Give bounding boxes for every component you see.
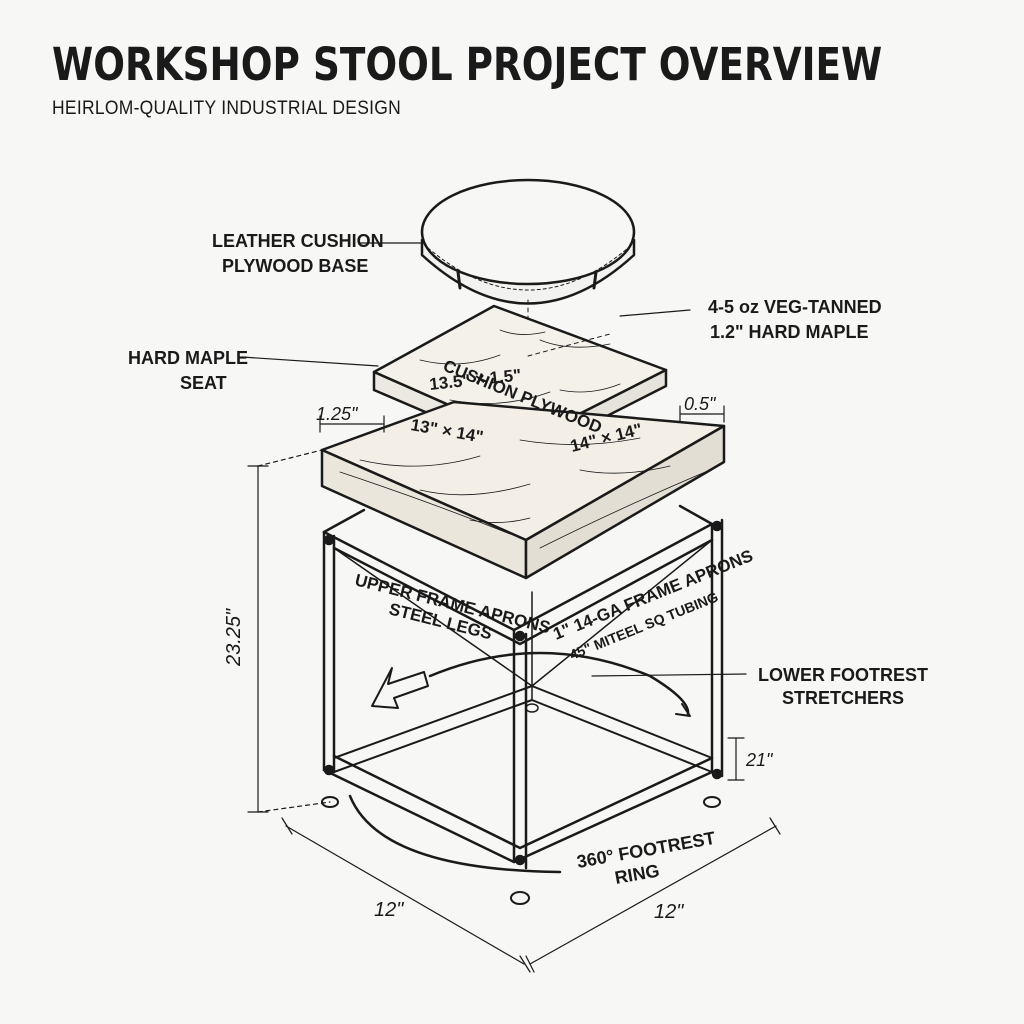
svg-text:HARD MAPLE: HARD MAPLE bbox=[128, 348, 248, 368]
footrest-ring bbox=[348, 651, 691, 874]
dim-depth: 12" bbox=[374, 899, 404, 921]
dim-overall-height: 23.25" bbox=[223, 608, 245, 667]
svg-text:STRETCHERS: STRETCHERS bbox=[782, 688, 904, 708]
dimension-lines bbox=[247, 405, 781, 973]
svg-text:1.2" HARD MAPLE: 1.2" HARD MAPLE bbox=[710, 322, 869, 342]
dim-seat-thickness: 1.25" bbox=[316, 404, 359, 424]
steel-frame bbox=[321, 504, 724, 905]
svg-text:4-5 oz VEG-TANNED: 4-5 oz VEG-TANNED bbox=[708, 297, 882, 317]
callout-cushion: LEATHER CUSHION PLYWOOD BASE bbox=[212, 231, 384, 276]
callout-footrest: LOWER FOOTREST STRETCHERS bbox=[758, 665, 928, 708]
svg-text:LOWER FOOTREST: LOWER FOOTREST bbox=[758, 665, 928, 685]
page-title: WORKSHOP STOOL PROJECT OVERVIEW bbox=[52, 38, 883, 91]
dim-width: 12" bbox=[654, 901, 684, 923]
callout-ring: 360° FOOTREST RING bbox=[575, 828, 717, 888]
leader-lines bbox=[241, 242, 747, 677]
dim-plywood-thickness: 0.5" bbox=[684, 394, 717, 414]
leather-cushion bbox=[420, 178, 636, 305]
callout-leather: 4-5 oz VEG-TANNED 1.2" HARD MAPLE bbox=[708, 297, 882, 342]
dim-footrest-height: 21" bbox=[745, 750, 774, 770]
svg-text:SEAT: SEAT bbox=[180, 373, 227, 393]
page-subtitle: HEIRLOM-QUALITY INDUSTRIAL DESIGN bbox=[52, 98, 402, 119]
part-label-tubing: 1" 14-GA FRAME APRONS 45" MITEEL SQ TUBI… bbox=[550, 546, 755, 663]
hard-maple-seat bbox=[320, 400, 726, 580]
svg-text:LEATHER CUSHION: LEATHER CUSHION bbox=[212, 231, 384, 251]
callout-seat: HARD MAPLE SEAT bbox=[128, 348, 248, 393]
svg-text:PLYWOOD BASE: PLYWOOD BASE bbox=[222, 256, 368, 276]
